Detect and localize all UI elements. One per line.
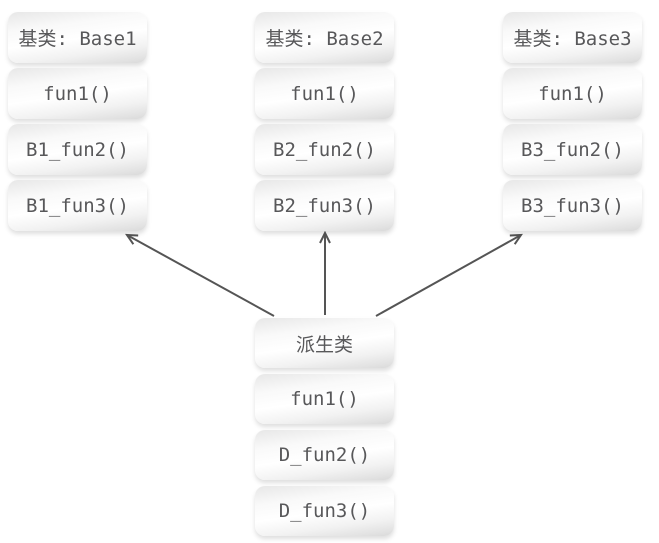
derived-title-box: 派生类 [255,318,394,368]
base3-method-box: fun1() [503,68,642,119]
base1-method-box: fun1() [8,68,147,119]
derived-method-box: D_fun2() [255,430,394,480]
base1-method-box: B1_fun3() [8,180,147,231]
base2-title-box: 基类: Base2 [255,12,394,63]
base3-title-box: 基类: Base3 [503,12,642,63]
base1-method-box: B1_fun2() [8,124,147,175]
base2-method-box: B2_fun3() [255,180,394,231]
base3-method-box: B3_fun3() [503,180,642,231]
inheritance-arrow-derived-to-base3 [375,233,523,317]
base3-method-box: B3_fun2() [503,124,642,175]
base2-method-box: B2_fun2() [255,124,394,175]
base2-method-box: fun1() [255,68,394,119]
base1-title-box: 基类: Base1 [8,12,147,63]
inheritance-arrow-derived-to-base1 [125,233,275,317]
derived-method-box: D_fun3() [255,486,394,536]
derived-method-box: fun1() [255,374,394,424]
